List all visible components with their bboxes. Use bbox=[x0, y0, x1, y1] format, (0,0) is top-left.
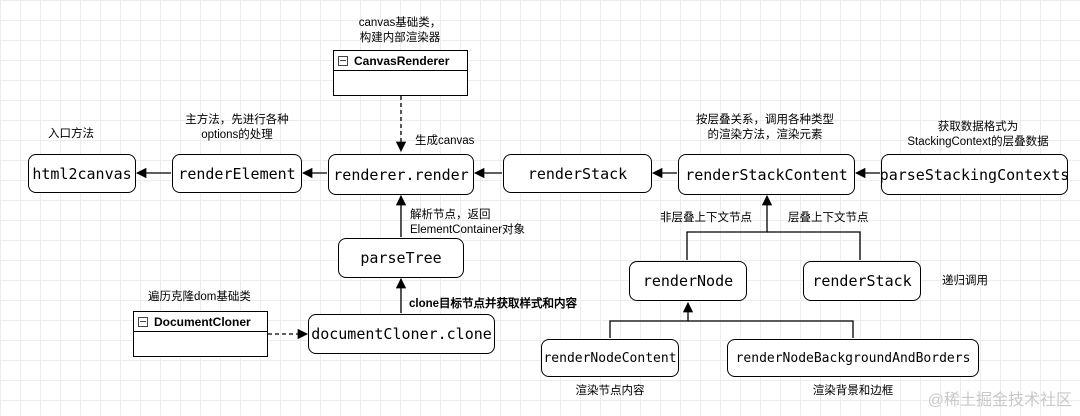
node-render-node-content: renderNodeContent bbox=[541, 339, 679, 377]
node-html2canvas: html2canvas bbox=[28, 154, 136, 193]
arrow-rendernode-to-renderstackcontent bbox=[686, 194, 773, 260]
label-clone-target: clone目标节点并获取样式和内容 bbox=[409, 298, 578, 310]
label-generate-canvas: 生成canvas bbox=[415, 135, 475, 147]
label-render-node-content: 渲染节点内容 bbox=[575, 385, 645, 397]
node-renderer-render: renderer.render bbox=[328, 154, 474, 195]
label-stacking-context: 层叠上下文节点 bbox=[788, 212, 869, 224]
node-parse-tree: parseTree bbox=[338, 238, 464, 278]
label-traverse-clone: 遍历克隆dom基础类 bbox=[148, 291, 251, 303]
node-parse-stacking-contexts: parseStackingContexts bbox=[880, 154, 1069, 195]
arrow-rendernodecontent-to-rendernode bbox=[609, 301, 694, 338]
node-render-stack-recursive: renderStack bbox=[803, 261, 921, 301]
watermark: @稀土掘金技术社区 bbox=[927, 392, 1072, 409]
node-document-cloner-clone: documentCloner.clone bbox=[308, 314, 495, 354]
class-document-cloner: DocumentCloner bbox=[133, 311, 268, 357]
label-render-bg-borders: 渲染背景和边框 bbox=[812, 385, 894, 397]
class-canvas-renderer: CanvasRenderer bbox=[333, 50, 468, 96]
collapse-icon bbox=[138, 316, 148, 327]
label-entry-method: 入口方法 bbox=[48, 128, 94, 140]
node-render-node-background-and-borders: renderNodeBackgroundAndBorders bbox=[727, 339, 979, 377]
arrow-renderstack-recursive-to-renderstackcontent bbox=[767, 231, 861, 260]
node-render-element: renderElement bbox=[172, 154, 302, 193]
label-recursive-call: 递归调用 bbox=[942, 275, 988, 287]
label-non-stacking-context: 非层叠上下文节点 bbox=[660, 212, 752, 224]
node-render-stack-content: renderStackContent bbox=[678, 154, 855, 195]
label-canvas-base: canvas基础类，构建内部渲染器 bbox=[358, 17, 442, 44]
node-render-stack: renderStack bbox=[503, 154, 652, 193]
label-by-stack: 按层叠关系，调用各种类型的渲染方法，渲染元素 bbox=[696, 114, 834, 141]
collapse-icon bbox=[338, 55, 348, 66]
node-render-node: renderNode bbox=[629, 261, 747, 301]
arrow-renderbg-to-rendernode bbox=[688, 320, 854, 338]
